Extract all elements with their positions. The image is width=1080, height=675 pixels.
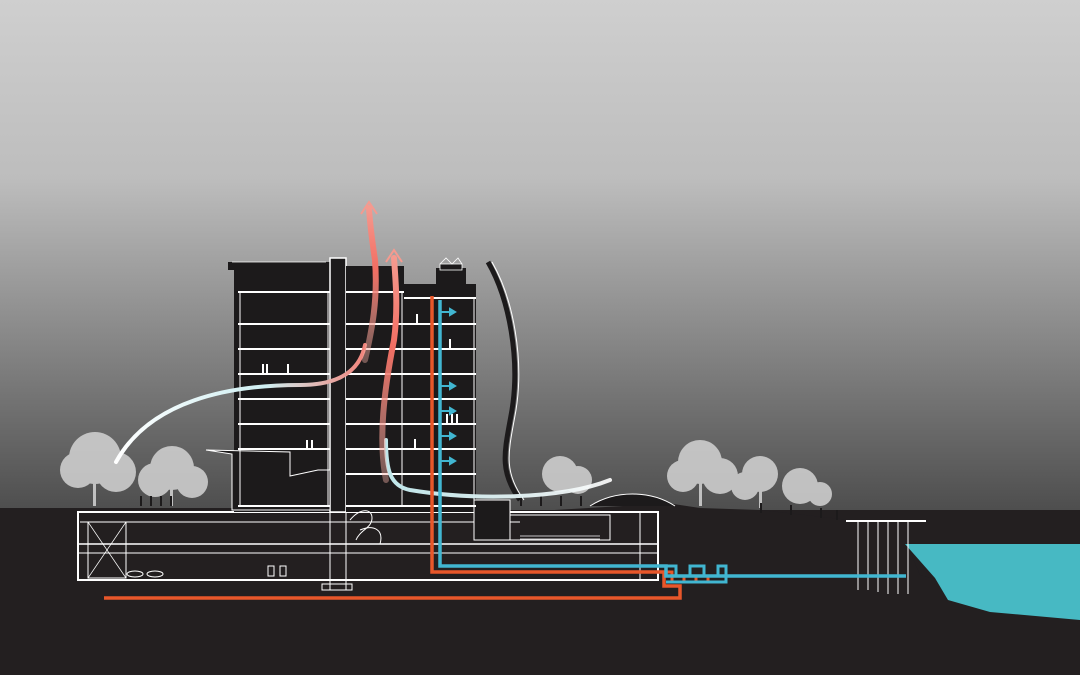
people-figures	[262, 314, 458, 449]
exhibition-dome	[589, 493, 676, 507]
lobby-canopy	[205, 449, 331, 511]
cold-supply-arrows	[440, 307, 457, 466]
cool-air-intake-arrow-left	[114, 343, 367, 464]
warm-air-exhaust-arrow-1	[362, 205, 379, 363]
ground-people	[140, 496, 838, 520]
trees-left	[60, 432, 208, 506]
ground-section	[0, 502, 1080, 675]
lake-water	[905, 544, 1080, 620]
warm-air-exhaust-arrow-2	[379, 255, 400, 483]
basement-levels	[77, 511, 659, 591]
basement-seating	[520, 535, 600, 540]
roof-garden	[232, 257, 463, 271]
water-source-pipe-loop-hot	[104, 296, 682, 600]
cool-air-intake-arrow-right	[384, 438, 612, 499]
tower-columns	[239, 292, 475, 506]
pier	[846, 520, 926, 594]
parked-cars	[126, 565, 287, 578]
curved-facade-screen	[485, 260, 523, 502]
sky-background	[0, 0, 1080, 510]
warm-air-exhaust-arrowhead-1	[360, 200, 378, 215]
curved-facade-screen-edge	[491, 261, 525, 501]
spiral-stair	[349, 510, 382, 545]
warm-air-exhaust-arrowhead-2	[385, 248, 403, 263]
heat-exchanger-cold	[666, 564, 728, 584]
